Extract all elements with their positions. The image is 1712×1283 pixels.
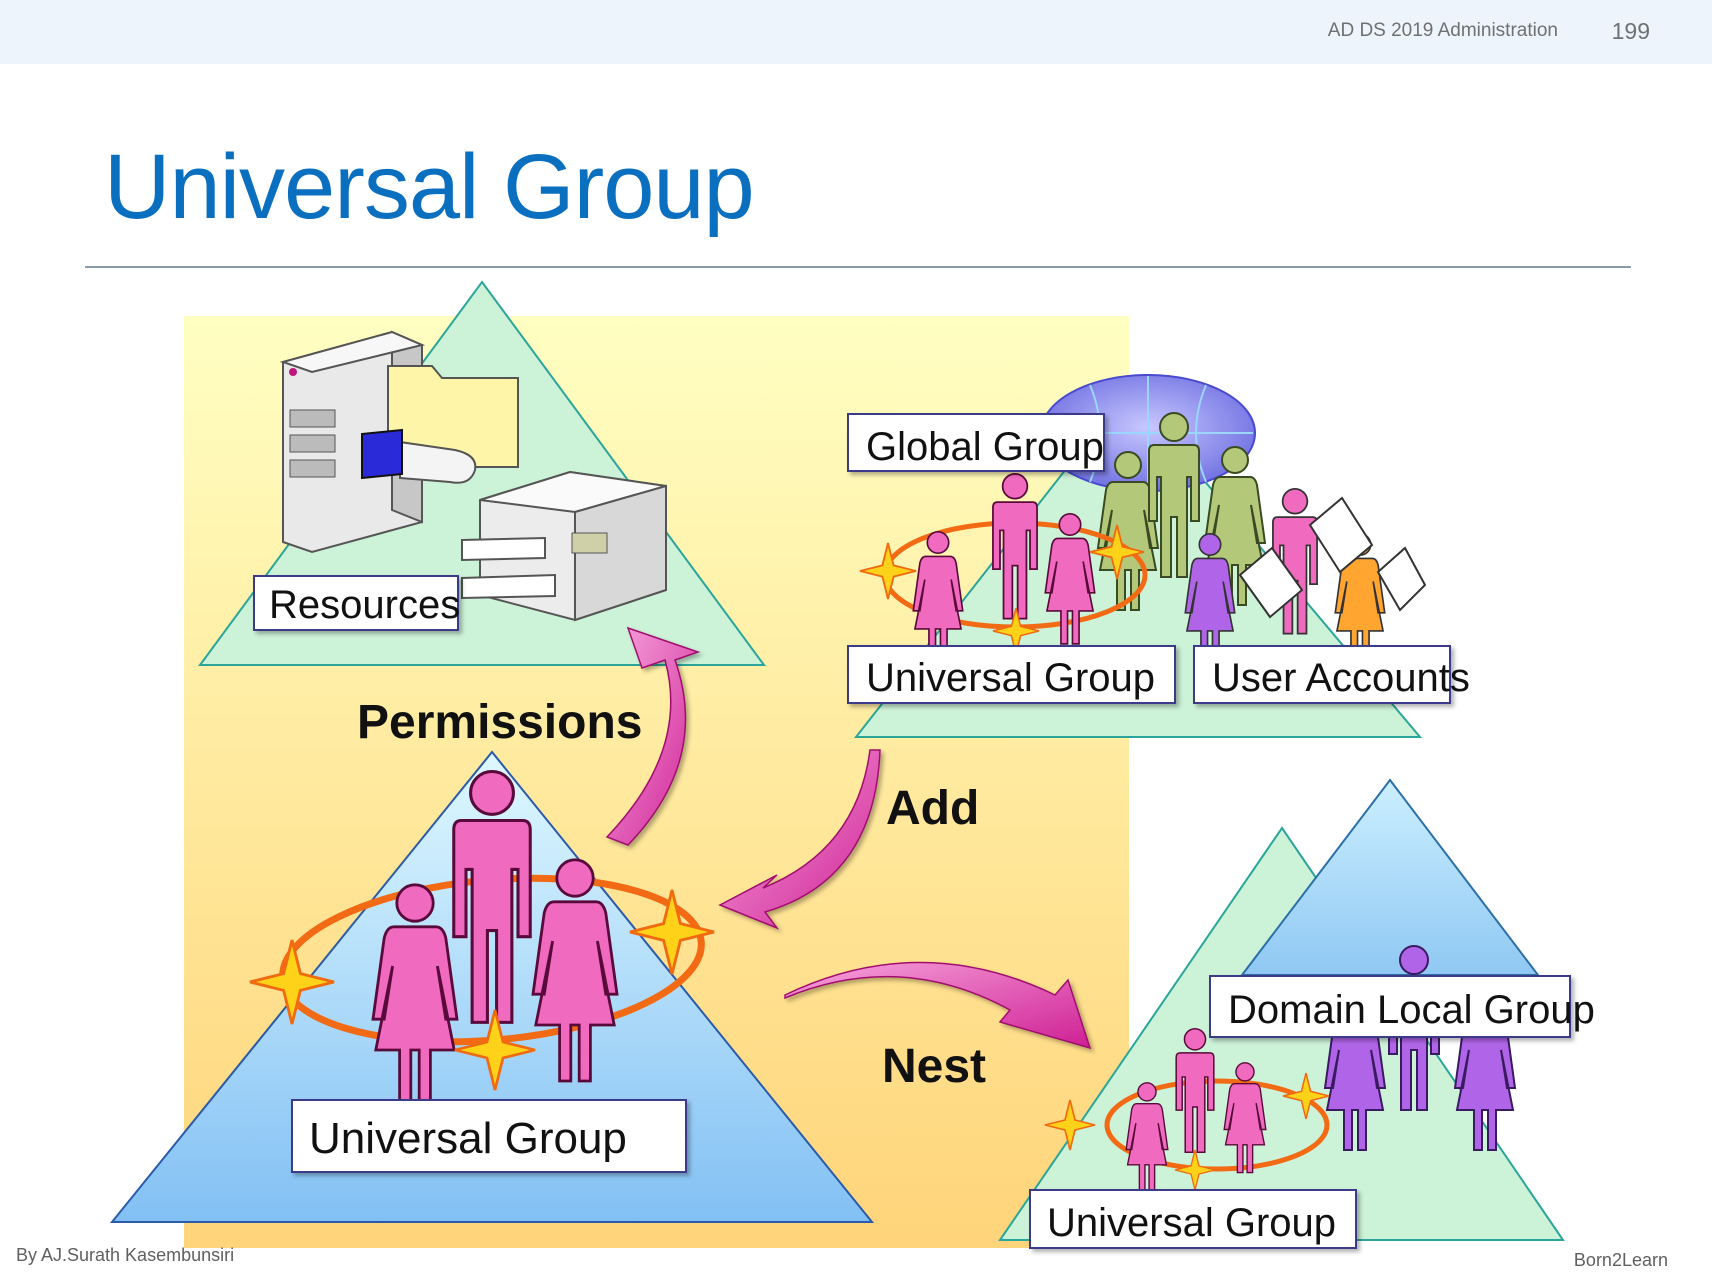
slide-title: Universal Group	[104, 136, 755, 238]
resources-label: Resources	[269, 583, 460, 627]
permissions-arrow	[605, 626, 701, 846]
header-bar: AD DS 2019 Administration 199	[0, 0, 1712, 64]
add-arrow	[718, 749, 881, 930]
course-title: AD DS 2019 Administration	[1327, 20, 1558, 41]
nest-arrow	[784, 961, 1092, 1050]
domain-local-group-label-box: Domain Local Group	[1209, 975, 1595, 1038]
nest-label: Nest	[882, 1040, 986, 1093]
hand-icon	[361, 428, 477, 484]
domain-local-group-label: Domain Local Group	[1228, 988, 1595, 1032]
resources-label-box: Resources	[253, 575, 460, 631]
universal-group-main-label-box: Universal Group	[291, 1099, 687, 1173]
universal-group-nested-label: Universal Group	[1047, 1201, 1336, 1245]
user-accounts-label: User Accounts	[1212, 656, 1470, 700]
user-accounts-label-box: User Accounts	[1193, 645, 1470, 704]
author-credit: By AJ.Surath Kasembunsiri	[16, 1245, 235, 1265]
brand-name: Born2Learn	[1573, 1250, 1668, 1270]
global-group-label: Global Group	[866, 425, 1104, 469]
printer-icon	[461, 470, 667, 622]
add-label: Add	[886, 782, 979, 835]
universal-group-nested-label-box: Universal Group	[1029, 1189, 1357, 1249]
global-group-label-box: Global Group	[847, 413, 1105, 472]
universal-group-nested-ring	[1104, 1078, 1330, 1172]
permissions-label: Permissions	[357, 696, 642, 749]
page-number: 199	[1611, 18, 1650, 44]
universal-group-top-label: Universal Group	[866, 656, 1155, 700]
universal-group-main-label: Universal Group	[309, 1114, 627, 1163]
universal-group-top-label-box: Universal Group	[847, 645, 1176, 704]
document-icons	[1238, 496, 1427, 619]
title-divider	[85, 266, 1631, 268]
